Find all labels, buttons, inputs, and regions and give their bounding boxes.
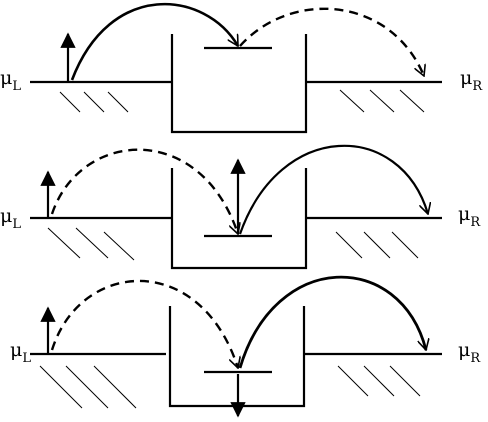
mu-right-label: μR bbox=[458, 339, 481, 366]
mu-left-label: μL bbox=[0, 205, 21, 232]
mu-right-label: μR bbox=[460, 67, 483, 94]
panel-middle: μL μR bbox=[0, 144, 481, 270]
mu-left-label: μL bbox=[10, 339, 31, 366]
tunneling-arc-dashed bbox=[50, 148, 238, 234]
left-lead bbox=[30, 352, 166, 409]
right-lead bbox=[306, 80, 442, 113]
panel-bottom: μL μR bbox=[10, 275, 481, 418]
right-lead bbox=[306, 216, 442, 259]
tunneling-arc-dashed bbox=[239, 7, 424, 76]
tunneling-arc-solid bbox=[238, 275, 426, 369]
tunneling-arc-solid bbox=[238, 144, 428, 235]
quantum-dot-well bbox=[170, 34, 308, 134]
mu-left-label: μL bbox=[0, 67, 21, 94]
panel-top: μL μR bbox=[0, 2, 483, 134]
right-lead bbox=[304, 352, 442, 397]
tunneling-arc-solid bbox=[70, 2, 240, 81]
left-lead bbox=[30, 216, 172, 261]
mu-right-label: μR bbox=[458, 203, 481, 230]
tunneling-arc-dashed bbox=[50, 279, 238, 368]
left-lead bbox=[30, 80, 172, 113]
